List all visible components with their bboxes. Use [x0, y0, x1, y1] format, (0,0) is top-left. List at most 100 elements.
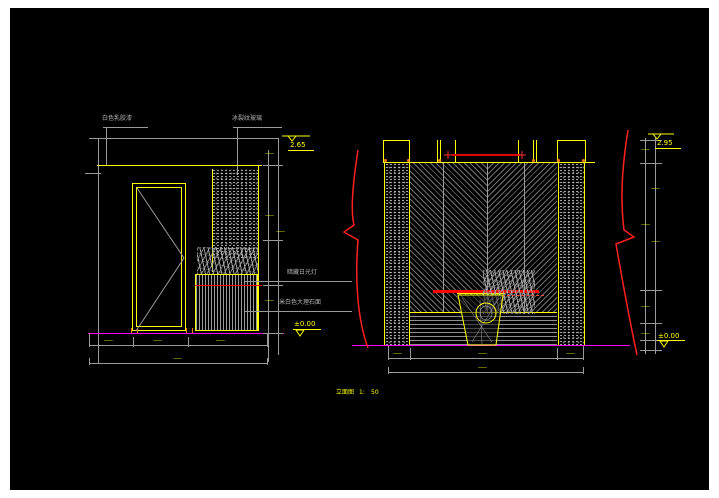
wall-hatch-left — [410, 163, 487, 313]
dim-line — [89, 138, 279, 139]
tick — [89, 333, 90, 347]
panel-divider — [524, 163, 525, 313]
downlight-dot — [582, 159, 585, 162]
floor-line — [88, 333, 284, 334]
tick — [267, 333, 268, 347]
stone-column — [559, 163, 584, 345]
dim-text: —— — [173, 356, 182, 362]
elevation-value: ±0.00 — [294, 320, 316, 328]
tick — [640, 323, 662, 324]
dim-text: —— — [641, 331, 650, 337]
dim-text: —— — [478, 365, 487, 371]
tick — [640, 140, 662, 141]
tick — [188, 337, 189, 347]
concealed-light-line — [195, 285, 262, 286]
door-frame — [132, 183, 186, 331]
dim-text: —— — [104, 338, 113, 344]
tick — [410, 348, 411, 360]
leader-line — [106, 127, 107, 166]
counter-front — [410, 313, 557, 345]
plant-sketch — [197, 247, 258, 275]
tick — [131, 328, 132, 333]
downlight-dot — [532, 159, 535, 162]
column-edge — [384, 163, 385, 345]
dim-text: —— — [641, 222, 650, 228]
ceiling-stud — [437, 140, 438, 163]
elevation-underline — [288, 150, 314, 151]
dim-line — [388, 358, 584, 359]
leader-line — [103, 127, 148, 128]
tick — [186, 328, 187, 333]
tick — [137, 328, 138, 333]
tick — [85, 173, 101, 174]
dim-text: —— — [651, 186, 660, 192]
tick — [640, 163, 662, 164]
basin-top-line — [457, 293, 505, 294]
dim-text: —— — [641, 147, 650, 153]
dim-text: —— — [265, 151, 274, 157]
tick — [89, 358, 90, 365]
ceiling-stud — [518, 140, 519, 163]
dim-line — [278, 138, 279, 355]
dim-line — [89, 345, 268, 346]
leader-line — [245, 311, 352, 312]
extension-line — [98, 138, 99, 363]
tick — [192, 328, 193, 333]
vector-overlay — [135, 129, 674, 356]
tick — [388, 346, 389, 360]
dim-text: —— — [478, 351, 487, 357]
ceiling-stud — [455, 140, 456, 163]
column-edge — [558, 163, 559, 345]
tick — [263, 240, 283, 241]
tick — [263, 285, 283, 286]
tick — [388, 367, 389, 374]
curtain-track-line — [452, 154, 520, 156]
elevation-underline — [655, 148, 681, 149]
panel-edge — [212, 169, 213, 272]
tick — [640, 350, 662, 351]
dim-text: —— — [566, 351, 575, 357]
tick — [267, 358, 268, 365]
downlight-dot — [438, 159, 441, 162]
elevation-underline — [293, 329, 321, 330]
panel-divider — [443, 163, 444, 313]
wall-edge — [258, 165, 259, 331]
tick — [263, 165, 283, 166]
ceiling-box — [383, 140, 410, 163]
slat-panel — [195, 274, 258, 331]
tick — [583, 346, 584, 360]
drawing-scale-prefix: 1: — [359, 389, 365, 396]
ceiling-stud — [533, 140, 534, 163]
dim-text: —— — [276, 229, 285, 235]
leader-line — [233, 127, 282, 128]
dim-text: —— — [393, 351, 402, 357]
dim-text: —— — [265, 298, 274, 304]
downlight-dot — [557, 159, 560, 162]
elevation-value: 2.65 — [290, 141, 306, 149]
floor-line — [352, 345, 630, 346]
break-line-left — [342, 149, 369, 349]
dim-text: —— — [651, 239, 660, 245]
elevation-triangle-icon — [295, 329, 305, 337]
tick — [640, 290, 662, 291]
dim-text: —— — [265, 213, 274, 219]
ceiling-stud — [440, 140, 441, 163]
column-edge — [409, 163, 410, 345]
tick — [583, 367, 584, 374]
downlight-dot — [384, 159, 387, 162]
dim-line — [388, 372, 584, 373]
dim-line — [89, 363, 268, 364]
plant-red-dashes — [502, 295, 544, 296]
dim-line — [268, 150, 269, 362]
elevation-value: ±0.00 — [658, 332, 680, 340]
ceiling-stud — [536, 140, 537, 163]
plant-sketch — [483, 270, 535, 314]
elevation-underline — [657, 340, 685, 341]
leader-line — [237, 127, 238, 175]
tick — [133, 337, 134, 347]
dim-text: —— — [153, 338, 162, 344]
door-panel — [136, 187, 182, 327]
dim-text: —— — [641, 304, 650, 310]
elevation-value: 2.95 — [657, 139, 673, 147]
stone-column — [385, 163, 409, 345]
